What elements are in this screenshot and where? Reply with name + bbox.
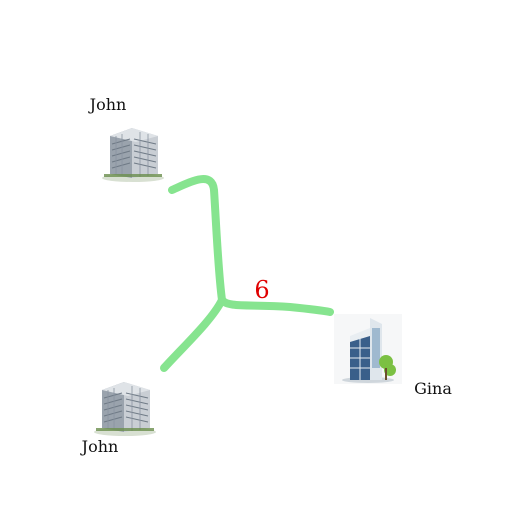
- node-bottom-left: John: [80, 382, 156, 456]
- edge-branch-right: [218, 296, 334, 316]
- node-label-bottom-left: John: [80, 437, 119, 456]
- office-tower-icon: [102, 128, 164, 182]
- edge-weight-label: 6: [254, 276, 269, 304]
- office-tower-icon: [94, 382, 156, 436]
- edge-branch-bottom: [160, 296, 226, 372]
- edge-branch-top: [168, 175, 226, 304]
- node-label-top-left: John: [88, 95, 127, 114]
- node-top-left: John: [88, 95, 164, 182]
- connection-edges: [160, 175, 334, 372]
- node-label-right: Gina: [414, 379, 452, 398]
- modern-office-building-icon: [334, 314, 402, 384]
- node-right: Gina: [334, 314, 452, 398]
